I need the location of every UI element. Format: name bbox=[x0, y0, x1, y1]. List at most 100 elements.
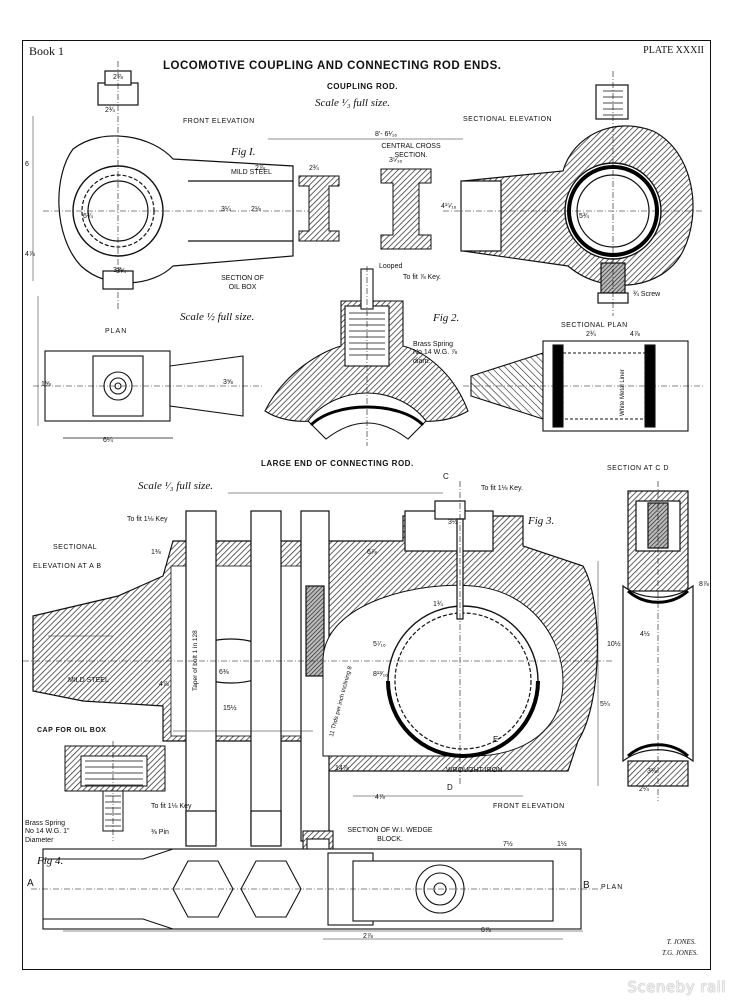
section-oil-box-label: SECTION OF OIL BOX bbox=[221, 275, 264, 292]
signature-line-1: T. JONES. bbox=[666, 938, 696, 946]
dim-label: 14⅞ bbox=[335, 765, 349, 772]
fig1-label: Fig I. bbox=[231, 146, 256, 158]
drawing-sheet: Book 1 PLATE XXXII LOCOMOTIVE COUPLING A… bbox=[22, 40, 711, 970]
dim-label: 4⅞ bbox=[375, 794, 385, 801]
section-mark-b: B bbox=[583, 880, 590, 891]
dim-label: 2¾ bbox=[105, 107, 115, 114]
watermark: Sceneby rail bbox=[627, 978, 726, 996]
dim-label: 3⁵⁄₁₆ bbox=[389, 157, 403, 164]
pin-label: ⅜ Pin bbox=[151, 829, 169, 836]
dim-label: 2⅞ bbox=[363, 933, 373, 940]
section-mark-d: D bbox=[447, 783, 453, 792]
dim-label: 6¼ bbox=[103, 437, 113, 444]
dim-label: 4⅞ bbox=[159, 681, 169, 688]
conrod-mild-steel-label: MILD STEEL bbox=[68, 677, 109, 684]
elevation-ab-label: ELEVATION AT A B bbox=[33, 563, 102, 570]
dim-label: 3⅛ bbox=[647, 768, 657, 775]
dim-label: 3¼ bbox=[221, 206, 231, 213]
dim-label: 15½ bbox=[223, 705, 237, 712]
dim-label: 6⅞ bbox=[481, 927, 491, 934]
dim-label: 2⅛ bbox=[251, 206, 261, 213]
section-cd-label: SECTION AT C D bbox=[607, 465, 669, 472]
dim-label: 6 bbox=[25, 161, 29, 168]
connecting-rod-front-elevation bbox=[23, 481, 613, 847]
dim-label: 3⅞ bbox=[113, 267, 123, 274]
front-elevation-label: FRONT ELEVATION bbox=[183, 118, 255, 125]
dim-label: 2⅞ bbox=[113, 74, 123, 81]
cap-for-oil-box bbox=[64, 741, 166, 841]
mild-steel-label: MILD STEEL bbox=[231, 169, 272, 176]
dim-label: 3⅝ bbox=[223, 379, 233, 386]
sectional-elevation-label: SECTIONAL ELEVATION bbox=[463, 116, 553, 123]
dim-label: 5¼ bbox=[600, 701, 610, 708]
overall-length-dim: 8'- 6¹⁄₁₆ bbox=[375, 131, 398, 138]
dim-label: 1⅝ bbox=[41, 381, 51, 388]
conrod-front-elevation-label: FRONT ELEVATION bbox=[493, 803, 565, 810]
cap-oil-box-label: CAP FOR OIL BOX bbox=[37, 727, 107, 734]
central-cross-section-label: CENTRAL CROSS SECTION. bbox=[381, 143, 441, 160]
signature-line-2: T.G. JONES. bbox=[661, 949, 698, 957]
coupling-rod-sectional-elevation bbox=[443, 71, 703, 316]
top-key-label: To fit 1⅛ Key. bbox=[481, 485, 523, 492]
bottom-key-label: To fit 1⅛ Key bbox=[151, 803, 192, 810]
white-metal-liner-label: White Metal Liner bbox=[620, 369, 626, 416]
dim-label: 2¾ bbox=[586, 331, 596, 338]
left-key-label: To fit 1⅛ Key bbox=[127, 516, 168, 523]
coupling-cross-sections bbox=[298, 168, 432, 250]
dim-label: 8¹³⁄₁₆ bbox=[373, 671, 388, 678]
connecting-rod-scale: Scale ¹⁄₃ full size. bbox=[138, 480, 213, 492]
wedge-block-label: SECTION OF W.I. WEDGE BLOCK. bbox=[347, 827, 433, 844]
dim-label: 4½ bbox=[640, 631, 650, 638]
dim-label: 10½ bbox=[607, 641, 621, 648]
looped-label: Looped bbox=[379, 263, 403, 270]
coupling-sectional-plan bbox=[463, 340, 703, 432]
section-mark-c: C bbox=[443, 472, 449, 481]
dim-label: 6⅞ bbox=[367, 549, 377, 556]
taper-label: Taper of bolt 1 in 128 bbox=[192, 630, 199, 691]
fig2-label: Fig 2. bbox=[433, 312, 460, 324]
engineering-drawing bbox=[23, 61, 703, 940]
dim-label: 3¼ bbox=[116, 268, 126, 275]
connecting-rod-plan bbox=[31, 848, 603, 930]
wrought-iron-label: WROUGHT IRON bbox=[446, 767, 503, 774]
sectional-label: SECTIONAL bbox=[53, 544, 98, 551]
section-at-cd bbox=[622, 481, 694, 801]
cap-brass-spring-label: Brass Spring No 14 W.G. 1" Diameter bbox=[25, 820, 70, 844]
dim-label: 2¾ bbox=[309, 165, 319, 172]
section-mark-a: A bbox=[27, 878, 34, 889]
dim-label: 4⅞ bbox=[630, 331, 640, 338]
oil-box-key-label: To fit ⅞ Key. bbox=[403, 274, 441, 281]
sheet-title: LOCOMOTIVE COUPLING AND CONNECTING ROD E… bbox=[163, 60, 502, 72]
book-label: Book 1 bbox=[29, 44, 65, 58]
dim-label: 5⁷⁄₁₆ bbox=[373, 641, 386, 648]
dim-label: 1½ bbox=[557, 841, 567, 848]
conrod-plan-label: PLAN bbox=[601, 884, 624, 891]
dim-label: 4⅞ bbox=[25, 251, 35, 258]
coupling-plan-label: PLAN bbox=[105, 328, 128, 335]
dim-label: 8⅞ bbox=[699, 581, 709, 588]
dim-label: 2⅞ bbox=[255, 165, 265, 172]
plate-label: PLATE XXXII bbox=[643, 45, 704, 56]
sectional-plan-label: SECTIONAL PLAN bbox=[561, 322, 628, 329]
coupling-rod-scale: Scale ¹⁄₃ full size. bbox=[315, 97, 390, 109]
fig4-label: Fig 4. bbox=[37, 855, 64, 867]
section-mark-e: E bbox=[493, 735, 499, 744]
dim-label: 4¹⁵⁄₁₆ bbox=[441, 203, 457, 210]
dim-label: 6⅜ bbox=[219, 669, 229, 676]
fig3-label: Fig 3. bbox=[528, 515, 555, 527]
coupling-rod-front-elevation bbox=[43, 61, 323, 311]
oil-box-section bbox=[264, 266, 469, 446]
dim-label: 6¾ bbox=[83, 213, 93, 220]
dimension-lines bbox=[32, 116, 599, 940]
screw-label: ¾ Screw bbox=[633, 291, 661, 298]
dim-label: 1¾ bbox=[433, 601, 443, 608]
dim-label: 1⅜ bbox=[151, 549, 161, 556]
coupling-rod-plan bbox=[33, 350, 263, 439]
oil-box-scale: Scale ½ full size. bbox=[180, 311, 255, 323]
coupling-rod-heading: COUPLING ROD. bbox=[327, 82, 398, 91]
connecting-rod-heading: LARGE END OF CONNECTING ROD. bbox=[261, 459, 414, 468]
dim-label: 7½ bbox=[503, 841, 513, 848]
dim-label: 3½ bbox=[448, 519, 458, 526]
brass-spring-label: Brass Spring No.14 W.G. ⅞ diam. bbox=[413, 341, 457, 365]
dim-label: 5¾ bbox=[579, 213, 589, 220]
